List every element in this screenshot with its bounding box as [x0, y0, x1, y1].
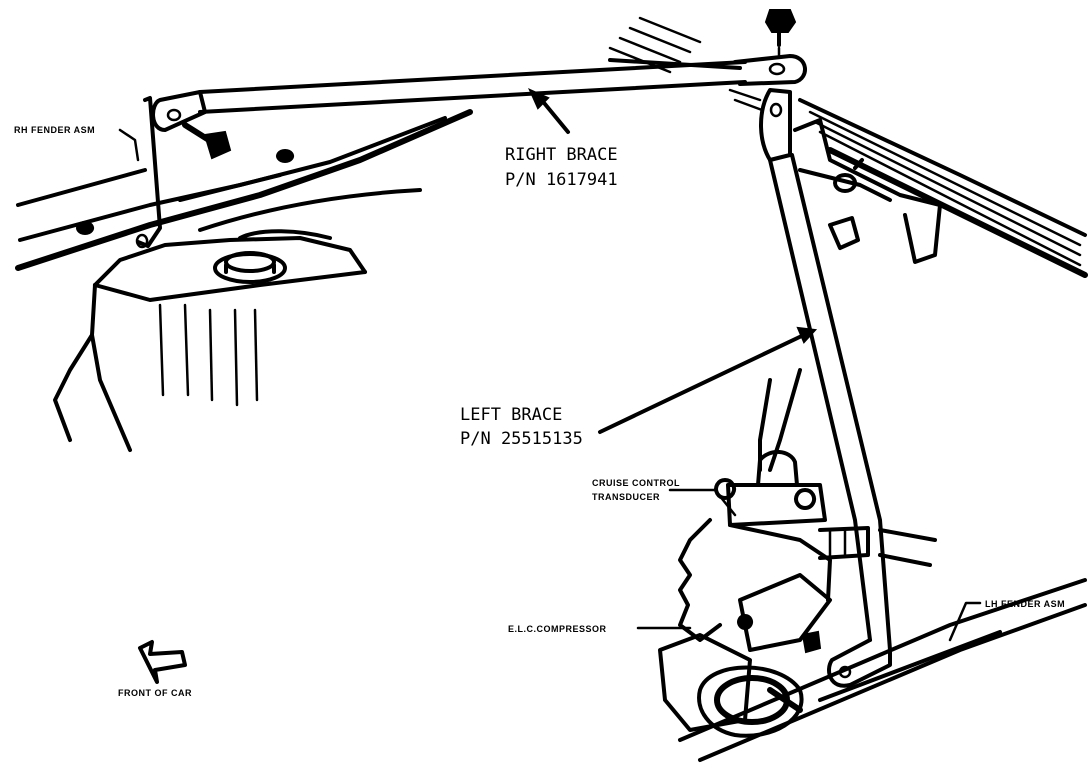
engine-lines — [878, 528, 937, 567]
bolt-icon — [182, 122, 232, 160]
cowl-lines — [608, 16, 1088, 278]
right-brace-label: RIGHT BRACE — [505, 145, 618, 165]
cruise-control-transducer — [714, 450, 870, 560]
right-brace — [151, 54, 807, 132]
left-brace — [759, 88, 892, 688]
cruise-control-label: CRUISE CONTROL — [592, 478, 680, 488]
lh-fender-label: LH FENDER ASM — [985, 599, 1065, 609]
rh-fender-label: RH FENDER ASM — [14, 125, 95, 135]
strut-tower — [53, 229, 367, 452]
elc-compressor-label: E.L.C.COMPRESSOR — [508, 624, 607, 634]
leaders — [118, 88, 982, 642]
cowl-bracket — [793, 118, 942, 264]
transducer-label: TRANSDUCER — [592, 492, 660, 502]
elc-compressor — [658, 518, 832, 738]
rh-fender-bracket — [135, 96, 162, 249]
strut-cap — [213, 251, 287, 284]
front-of-car-label: FRONT OF CAR — [118, 688, 192, 698]
lh-fender — [678, 578, 1087, 762]
front-arrow-icon — [138, 640, 187, 684]
rh-fender — [15, 109, 473, 271]
left-brace-label: LEFT BRACE — [460, 405, 562, 425]
left-brace-part-number: P/N 25515135 — [460, 429, 583, 449]
bolt-icon — [764, 9, 797, 57]
right-brace-part-number: P/N 1617941 — [505, 170, 618, 190]
